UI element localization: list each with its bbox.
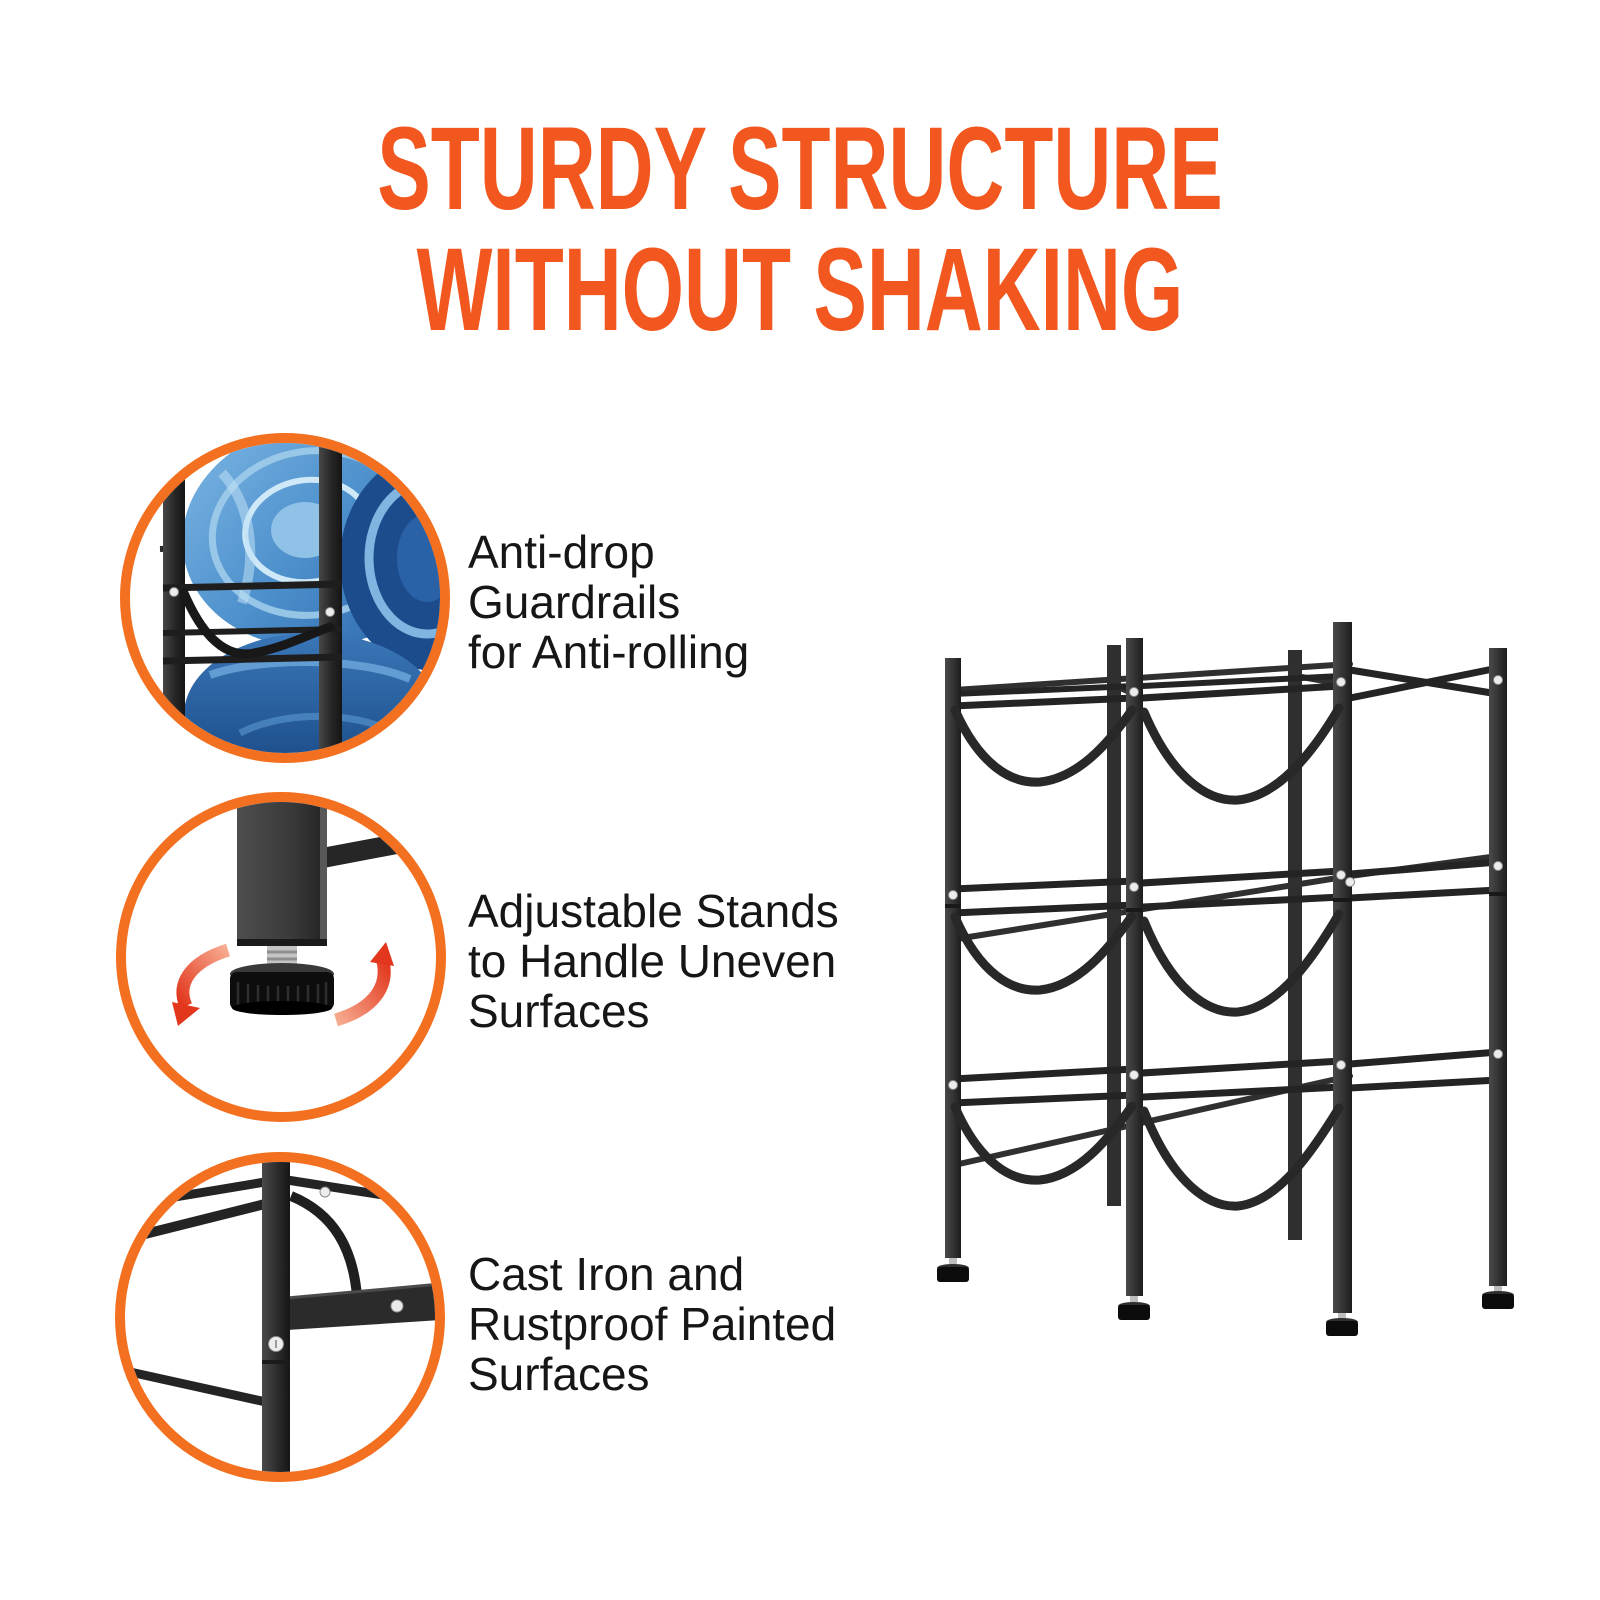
caption-line: Cast Iron and — [468, 1248, 745, 1300]
frame-joint-illustration — [125, 1162, 435, 1472]
caption-line: Guardrails — [468, 576, 681, 628]
feature-caption-anti-drop: Anti-drop Guardrails for Anti-rolling — [468, 527, 749, 677]
title-line-2: WITHOUT SHAKING — [416, 224, 1184, 356]
caption-line: Rustproof Painted — [468, 1298, 837, 1350]
water-jugs-illustration — [159, 443, 440, 753]
page-title: STURDY STRUCTURE WITHOUT SHAKING — [256, 109, 1344, 351]
screws — [319, 1186, 331, 1198]
feature-caption-cast-iron: Cast Iron and Rustproof Painted Surfaces — [468, 1249, 836, 1399]
rotation-arrow-right — [333, 942, 394, 1027]
adjustable-foot — [1118, 1296, 1150, 1320]
title-line-1: STURDY STRUCTURE — [377, 103, 1223, 235]
caption-line: Surfaces — [468, 1348, 650, 1400]
frame-joint-photo-circle — [115, 1152, 445, 1482]
side-bar — [302, 826, 436, 870]
rack-feet — [937, 1258, 1514, 1336]
bottle-cradle-curves — [950, 703, 1344, 1211]
caption-line: Adjustable Stands — [468, 885, 839, 937]
rack-posts — [163, 443, 342, 753]
adjustable-foot — [1482, 1286, 1514, 1309]
horizontal-tube — [286, 1283, 435, 1330]
water-jug-bottom — [184, 633, 440, 753]
adjustable-foot-photo-circle — [116, 792, 446, 1122]
rack-leg — [237, 802, 327, 946]
caption-line: Anti-drop — [468, 526, 655, 578]
product-photo — [930, 606, 1515, 1340]
caption-line: to Handle Uneven — [468, 935, 837, 987]
rack-front-posts — [945, 622, 1507, 1313]
adjustable-foot-illustration — [172, 802, 436, 1027]
adjustable-foot — [1326, 1313, 1358, 1336]
screws — [169, 587, 335, 617]
caption-line: for Anti-rolling — [468, 626, 750, 678]
vertical-post — [262, 1162, 290, 1472]
feature-caption-adjustable-stands: Adjustable Stands to Handle Uneven Surfa… — [468, 886, 839, 1036]
caption-line: Surfaces — [468, 985, 650, 1037]
adjustable-foot — [937, 1258, 969, 1282]
rack-screws — [948, 675, 1503, 1090]
adjustable-foot-knob — [230, 963, 334, 1015]
guardrail-curve — [179, 588, 335, 659]
rotation-arrow-left — [172, 943, 231, 1026]
water-jug-rack-illustration — [937, 622, 1514, 1336]
water-jugs-photo-circle — [120, 433, 450, 763]
rack-front-rails — [949, 673, 1345, 1107]
rack-side-rails — [1346, 664, 1502, 1092]
